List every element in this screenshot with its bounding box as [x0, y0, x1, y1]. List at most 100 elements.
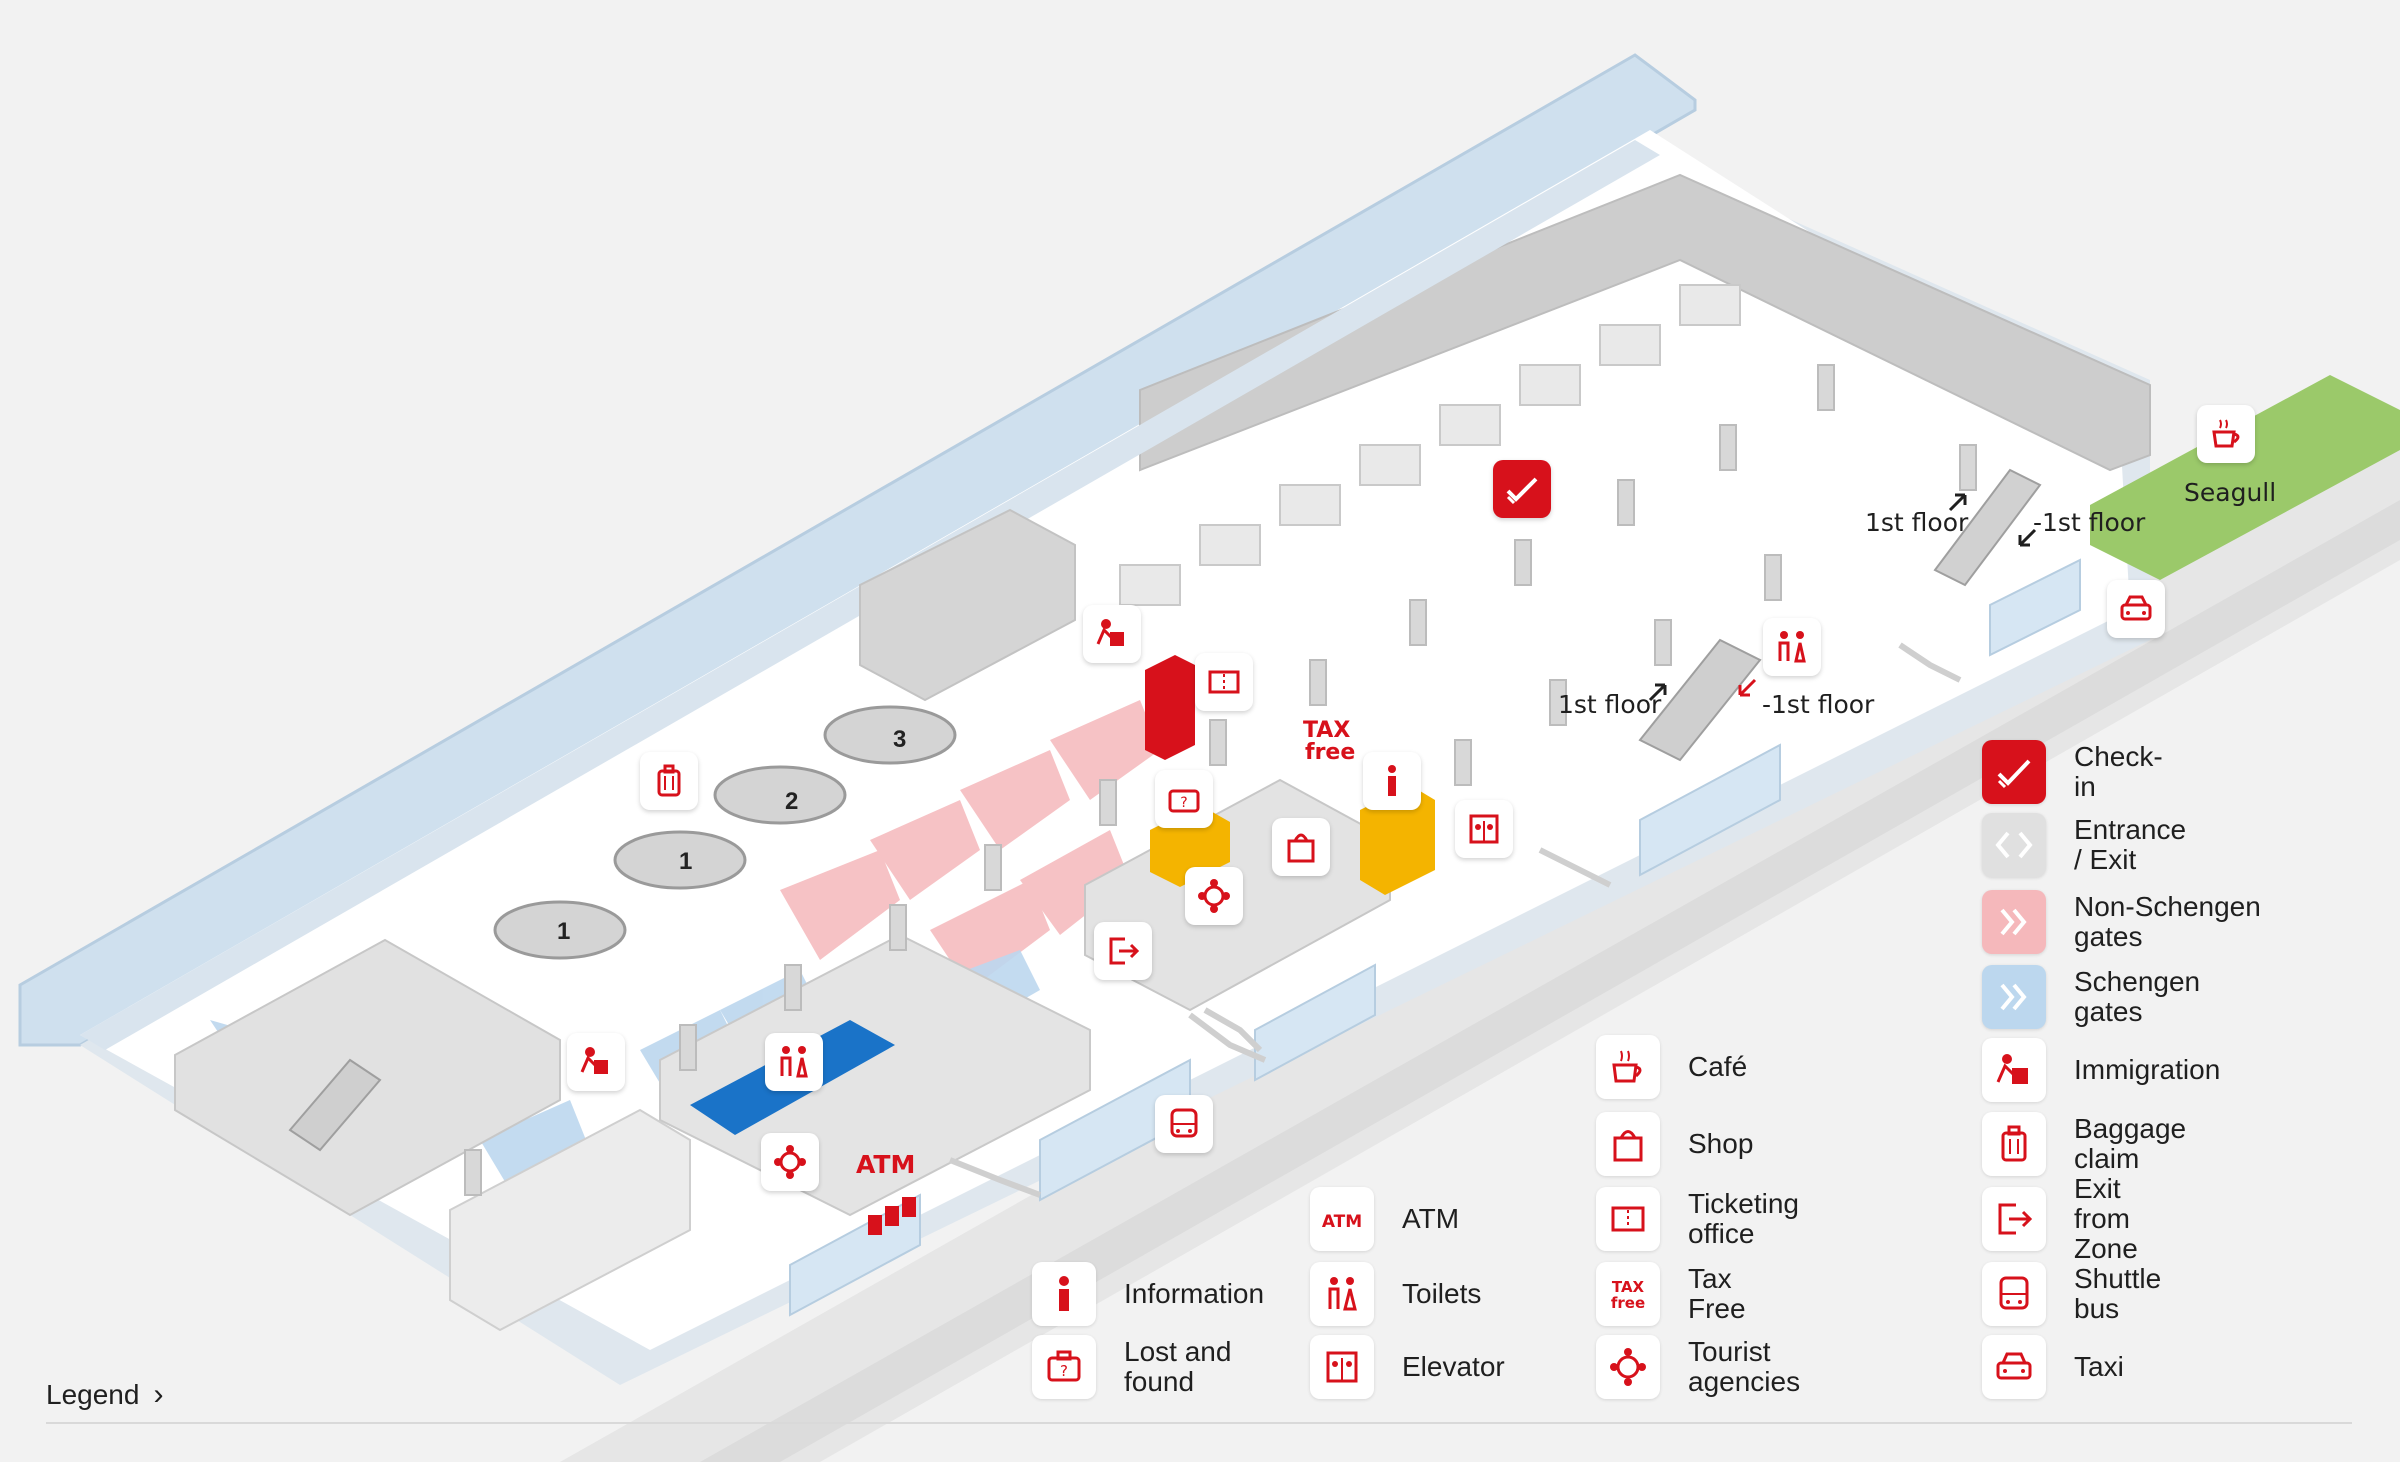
svg-text:?: ?	[1180, 795, 1187, 811]
map-poi-toilets-top[interactable]	[1763, 618, 1821, 676]
map-poi-toilets-bottom[interactable]	[765, 1033, 823, 1091]
taxi-icon	[2120, 595, 2152, 621]
entrance-markers	[948, 642, 1962, 1198]
info-icon	[1059, 1276, 1069, 1311]
legend-item-exitzone: Exit from Zone	[1982, 1174, 2138, 1264]
atm-machines	[868, 1197, 916, 1235]
immigration-icon	[1096, 619, 1124, 646]
map-poi-cafe[interactable]	[2197, 405, 2255, 463]
map-poi-tourist-agencies[interactable]	[1185, 867, 1243, 925]
building-block-left	[859, 508, 1076, 702]
seagull-terrace	[2090, 375, 2400, 580]
map-poi-baggage[interactable]	[640, 752, 698, 810]
map-poi-information[interactable]	[1363, 752, 1421, 810]
carousel-number: 3	[893, 726, 907, 753]
entrance-icon	[1995, 831, 2033, 859]
legend-item-entrance: Entrance / Exit	[1982, 813, 2186, 877]
legend-label: Lost and found	[1124, 1336, 1232, 1397]
elevator-icon	[1469, 814, 1499, 844]
tourist-icon	[1198, 879, 1230, 913]
legend-label: Café	[1688, 1051, 1748, 1082]
tourist-icon	[774, 1145, 806, 1179]
map-label-minus-1st-floor-stairs: -1st floor	[2033, 508, 2146, 537]
map-label-atm: ATM	[856, 1150, 916, 1179]
legend-item-schengen: Schengen gates	[1982, 965, 2201, 1029]
toilets-icon	[1328, 1277, 1357, 1311]
legend-item-information: Information	[1032, 1262, 1264, 1326]
map-poi-ticketing[interactable]	[1195, 653, 1253, 711]
legend-label: ATM	[1402, 1203, 1460, 1234]
outer-glass-wall	[18, 53, 1697, 1047]
shop-icon	[1613, 1130, 1643, 1162]
map-poi-taxi[interactable]	[2107, 580, 2165, 638]
columns	[464, 364, 1977, 1196]
legend-item-elevator: Elevator	[1310, 1335, 1505, 1399]
schengen-icon	[2000, 983, 2027, 1011]
legend-label: Check-in	[2074, 741, 2163, 802]
cafe-icon	[2212, 419, 2240, 448]
legend-label: Tax Free	[1688, 1263, 1746, 1324]
legend-item-shop: Shop	[1596, 1112, 1753, 1176]
legend-toggle-label: Legend	[46, 1379, 140, 1410]
stairs-right	[1933, 468, 2042, 587]
checkin-icon	[1997, 759, 2031, 789]
shop-icon	[1287, 833, 1315, 863]
chevron-right-icon: ›	[153, 1378, 164, 1411]
shuttle-icon	[1999, 1276, 2029, 1310]
map-label-1st-floor-escalator: 1st floor	[1558, 690, 1662, 719]
map-poi-tourist-agencies-bottom[interactable]	[761, 1133, 819, 1191]
checkin-icon	[1506, 477, 1538, 505]
legend-item-baggage: Baggage claim	[1982, 1112, 2186, 1176]
cafe-icon	[1612, 1050, 1642, 1083]
legend-label: Ticketing office	[1688, 1188, 1800, 1249]
legend-item-taxi: Taxi	[1982, 1335, 2124, 1399]
escalator-left	[288, 1058, 382, 1152]
map-poi-shop[interactable]	[1272, 818, 1330, 876]
map-label-1st-floor-stairs: 1st floor	[1865, 508, 1969, 537]
map-poi-immigration-top[interactable]	[1083, 605, 1141, 663]
non-schengen-icon	[2000, 908, 2027, 936]
legend-item-cafe: Café	[1596, 1035, 1747, 1099]
map-poi-checkin[interactable]	[1493, 460, 1551, 518]
legend-item-tourist: Tourist agencies	[1596, 1335, 1800, 1399]
non-schengen-arrows	[780, 700, 1160, 990]
map-poi-immigration-bottom[interactable]	[567, 1033, 625, 1091]
exit-icon	[1109, 937, 1140, 965]
legend-item-ticketing: Ticketing office	[1596, 1187, 1799, 1251]
map-label-free: free	[1305, 740, 1356, 765]
legend-label: Toilets	[1402, 1278, 1482, 1309]
legend-item-nonschengen: Non-Schengen gates	[1982, 890, 2274, 954]
elevator-icon	[1326, 1351, 1358, 1383]
svg-text:ATM: ATM	[1322, 1212, 1362, 1232]
escalator-middle	[1638, 638, 1762, 762]
legend-item-atm: ATM ATM	[1310, 1187, 1459, 1251]
legend-label: Immigration	[2074, 1054, 2221, 1085]
baggage-icon	[657, 764, 681, 797]
lost-found-icon: ?	[1047, 1350, 1081, 1382]
carousel-number: 1	[679, 848, 693, 875]
ticket-icon	[1611, 1206, 1645, 1232]
exit-icon	[1998, 1203, 2033, 1235]
stairs-lower	[449, 1108, 691, 1332]
map-poi-shuttle[interactable]	[1155, 1095, 1213, 1153]
map-poi-elevator[interactable]	[1455, 800, 1513, 858]
map-poi-lost-found[interactable]: ?	[1155, 770, 1213, 828]
map-poi-exit-zone[interactable]	[1094, 922, 1152, 980]
legend-toggle-button[interactable]: Legend ›	[46, 1378, 163, 1412]
legend-label: Non-Schengen gates	[2074, 891, 2261, 952]
toilets-icon	[1778, 631, 1806, 663]
legend-label: Shop	[1688, 1128, 1754, 1159]
legend-label: Schengen gates	[2074, 966, 2201, 1027]
carousel-number: 2	[785, 788, 799, 815]
ticket-icon	[1208, 670, 1240, 694]
map-label-tax: TAX	[1303, 718, 1351, 743]
legend-label: Elevator	[1402, 1351, 1505, 1382]
legend-label: Baggage claim	[2074, 1113, 2187, 1174]
legend-item-immigration: Immigration	[1982, 1038, 2220, 1102]
tourist-icon	[1610, 1348, 1646, 1386]
ticketing-red-block	[1145, 655, 1195, 760]
road	[700, 500, 2400, 1462]
legend-item-toilets: Toilets	[1310, 1262, 1481, 1326]
